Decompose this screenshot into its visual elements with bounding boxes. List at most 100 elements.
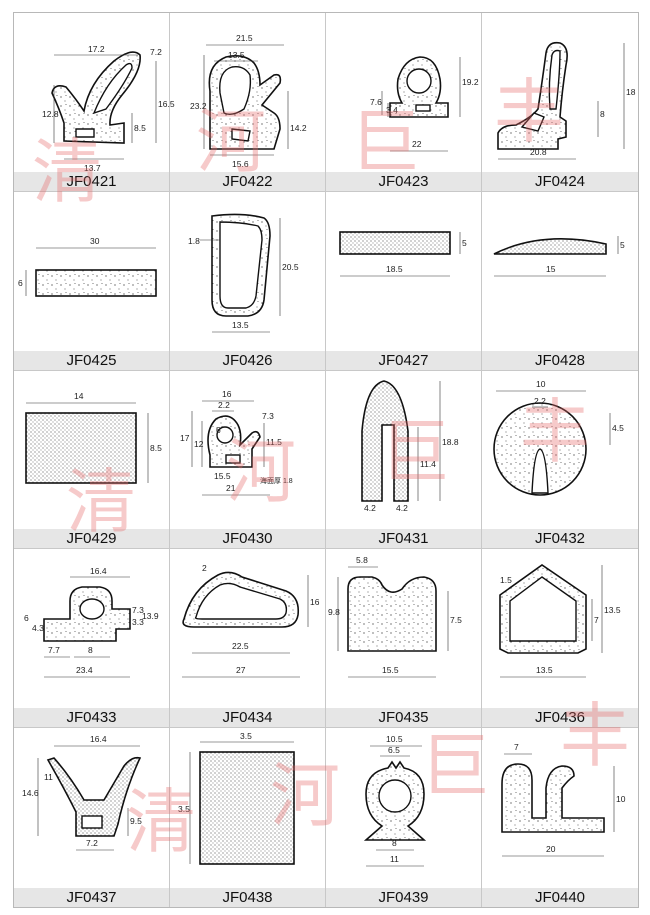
- profile-drawing: 7.6 3.4 19.2 22: [370, 56, 479, 152]
- seal-profile: [361, 379, 409, 502]
- profile-drawing: 18 8 20.8: [497, 41, 636, 160]
- dim-label: 4.5: [612, 423, 624, 433]
- dim-label: 4.2: [396, 503, 408, 513]
- dim-label: 10: [536, 379, 546, 389]
- dim-label: 3.5: [240, 731, 252, 741]
- dim-label: 13.5: [536, 665, 553, 675]
- profile-drawing: 1.5 13.5 7 13.5: [499, 564, 621, 678]
- part-cell-jf0434: 2 16 22.5 27 JF0434: [170, 549, 326, 729]
- part-code: JF0434: [170, 708, 325, 728]
- profile-drawing: 1.8 20.5 13.5: [188, 213, 299, 333]
- dim-label: 7.3: [262, 411, 274, 421]
- dim-label: 13.5: [604, 605, 621, 615]
- part-cell-jf0428: 5 15 JF0428: [482, 192, 638, 371]
- dim-label: 21: [226, 483, 236, 493]
- profile-drawing: 3.5 3.5: [178, 731, 295, 865]
- part-code: JF0433: [14, 708, 169, 728]
- dim-label: 5.8: [356, 555, 368, 565]
- part-cell-jf0423: 7.6 3.4 19.2 22 JF0423: [326, 13, 482, 192]
- profile-drawing: 18.8 11.4 4.2 4.2: [361, 379, 459, 513]
- part-code: JF0435: [326, 708, 481, 728]
- dim-label: 14: [74, 391, 84, 401]
- part-cell-jf0437: 16.4 14.6 11 9.5 7.2 JF0437: [14, 728, 170, 907]
- seal-profile: [347, 576, 437, 653]
- dim-label: 10: [616, 794, 626, 804]
- dim-label: 7.6: [370, 97, 382, 107]
- part-cell-jf0436: 1.5 13.5 7 13.5 JF0436: [482, 549, 638, 729]
- part-code: JF0429: [14, 529, 169, 549]
- dim-label: 15.6: [232, 159, 249, 169]
- profile-drawing: 5 18.5: [339, 230, 467, 277]
- part-cell-jf0440: 7 10 20 JF0440: [482, 728, 638, 907]
- part-code: JF0436: [482, 708, 638, 728]
- dim-label: 27: [236, 665, 246, 675]
- seal-profile: [35, 268, 157, 297]
- dim-label: 1.5: [500, 575, 512, 585]
- dim-label: 9.5: [130, 816, 142, 826]
- profile-drawing: 10 2.2 4.5: [493, 379, 624, 496]
- dim-label: 18.8: [442, 437, 459, 447]
- profile-drawing: 10.5 6.5 8 11: [363, 734, 427, 867]
- profile-drawing: 2 16 22.5 27: [182, 563, 320, 678]
- dim-label: 12: [194, 439, 204, 449]
- dim-label: 2.2: [534, 396, 546, 406]
- profile-drawing: 5.8 9.8 7.5 15.5: [328, 555, 462, 678]
- dim-label: 11: [44, 772, 53, 782]
- profile-drawing: 30 6: [18, 236, 157, 297]
- part-cell-jf0429: 14 8.5 JF0429: [14, 370, 170, 550]
- part-cell-jf0438: 3.5 3.5 JF0438: [170, 728, 326, 907]
- dim-label: 8.5: [150, 443, 162, 453]
- dim-label: 17: [180, 433, 190, 443]
- dim-label: 23.4: [76, 665, 93, 675]
- dim-label: 2: [202, 563, 207, 573]
- dim-label: 8: [600, 109, 605, 119]
- seal-profile: [493, 237, 607, 255]
- part-code: JF0439: [326, 887, 481, 907]
- dim-label: 6: [24, 613, 29, 623]
- dim-label: 15.5: [382, 665, 399, 675]
- part-cell-jf0427: 5 18.5 JF0427: [326, 191, 482, 371]
- dim-label: 16: [222, 389, 232, 399]
- dim-label: 20.5: [282, 262, 299, 272]
- dim-label: 6.5: [388, 745, 400, 755]
- part-code: JF0425: [14, 350, 169, 370]
- dim-label: 15.5: [214, 471, 231, 481]
- part-cell-jf0430: 16 2.2 17 12 6 7.3 11.5 15.5 21 海面厚 1.8 …: [170, 370, 326, 550]
- dim-label: 13.7: [84, 163, 101, 173]
- dim-label: 11: [390, 854, 399, 864]
- dim-label: 9.8: [328, 607, 340, 617]
- profile-drawing: 16.4 14.6 11 9.5 7.2: [22, 734, 142, 851]
- seal-profile: [199, 751, 295, 865]
- dim-label: 8.5: [134, 123, 146, 133]
- part-cell-jf0432: 10 2.2 4.5 JF0432: [482, 371, 638, 550]
- dim-label: 6: [18, 278, 23, 288]
- profile-drawing: 7 10 20: [501, 742, 626, 857]
- dim-label: 16.4: [90, 734, 107, 744]
- profile-drawing: 17.2 7.2 12.8 16.5 8.5 13.7: [42, 44, 175, 173]
- dim-label: 19.2: [462, 77, 479, 87]
- dim-label: 22: [412, 139, 422, 149]
- dim-label: 7.7: [48, 645, 60, 655]
- part-code: JF0426: [170, 350, 325, 370]
- dim-label: 5: [462, 238, 467, 248]
- dim-label: 1.8: [188, 236, 200, 246]
- dim-label: 8: [392, 838, 397, 848]
- dim-label: 3.4: [386, 105, 398, 115]
- dim-label: 16.5: [158, 99, 175, 109]
- part-code: JF0438: [170, 887, 325, 907]
- dim-label: 16.4: [90, 566, 107, 576]
- dim-label: 13.5: [228, 50, 245, 60]
- dim-label: 16: [310, 597, 320, 607]
- catalog-sheet: 17.2 7.2 12.8 16.5 8.5 13.7 JF0421 2 1.5 …: [13, 12, 639, 908]
- part-cell-jf0439: 10.5 6.5 8 11 JF0439: [326, 728, 482, 907]
- part-code: JF0437: [14, 887, 169, 907]
- dim-label: 18.5: [386, 264, 403, 274]
- dim-label: 12.8: [42, 109, 59, 119]
- dim-label: 7: [594, 615, 599, 625]
- dim-label: 30: [90, 236, 100, 246]
- part-cell-jf0421: 17.2 7.2 12.8 16.5 8.5 13.7 JF0421: [14, 13, 175, 192]
- dim-label: 3.5: [178, 804, 190, 814]
- profile-drawing: 14 8.5: [25, 391, 162, 484]
- dim-label: 17.2: [88, 44, 105, 54]
- dim-label: 15: [546, 264, 556, 274]
